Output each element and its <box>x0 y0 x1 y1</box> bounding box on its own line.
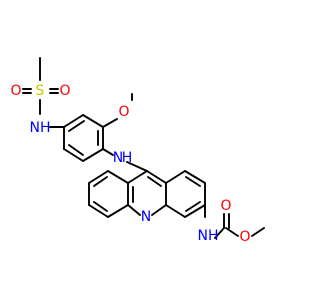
chemical-structure: S O O NH O N H N NH O O <box>10 57 265 245</box>
carbonyl-oxygen-label: O <box>220 198 231 214</box>
acridine-nitrogen-label: N <box>141 209 151 225</box>
carbamate-nh-label: NH <box>198 228 219 244</box>
sulfonyl-oxygen-left-label: O <box>10 83 21 99</box>
atom-labels: S O O NH O N H N NH O O <box>10 83 250 245</box>
amine-nitrogen-label: N <box>113 150 123 166</box>
amine-hydrogen-label: H <box>122 150 133 166</box>
sulfonamide-nh-label: NH <box>30 120 51 136</box>
sulfonyl-oxygen-right-label: O <box>59 83 70 99</box>
ester-oxygen-label: O <box>239 229 250 245</box>
sulfur-atom-label: S <box>36 83 45 99</box>
bond-lines <box>22 57 265 239</box>
methoxy-oxygen-label: O <box>118 104 129 120</box>
